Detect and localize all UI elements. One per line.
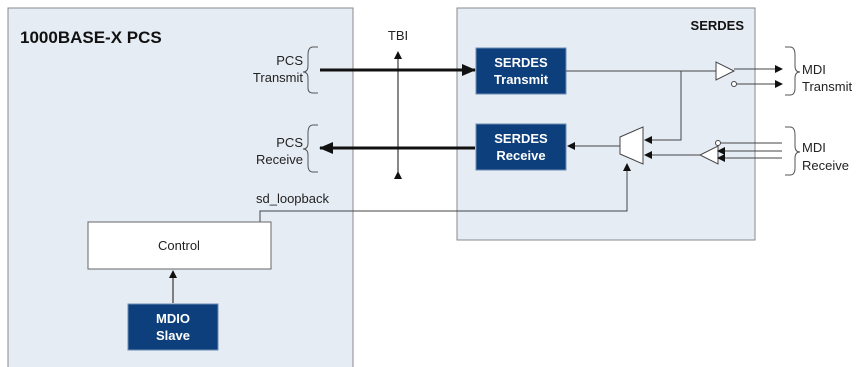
sd-loopback-line [259,163,631,222]
pcs-block-title: 1000BASE-X PCS [20,28,162,47]
mdio-slave-line2: Slave [156,328,190,343]
mdi-transmit-label-line1: MDI [802,62,826,77]
mdi-transmit-driver-invert-bubble [731,81,737,87]
pcs-transmit-label-line2: Transmit [253,70,303,85]
serdes-block-title: SERDES [691,18,745,33]
loopback-tap-line [644,71,682,144]
mdi-receive-label-line2: Receive [802,158,849,173]
mdi-transmit-brace [785,46,801,96]
sd-loopback-label: sd_loopback [256,191,329,206]
serdes-receive-line1: SERDES [494,131,548,146]
mdi-transmit-label-line2: Transmit [802,79,852,94]
pcs-transmit-label-line1: PCS [276,53,303,68]
mdi-receive-brace [785,126,801,176]
serdes-transmit-box [475,47,567,95]
loopback-mux [619,126,644,165]
pcs-transmit-brace [302,46,318,94]
mdi-receive-label-line1: MDI [802,140,826,155]
serdes-transmit-line2: Transmit [494,72,549,87]
pcs-receive-label-line2: Receive [256,152,303,167]
mdio-slave-box [127,303,219,351]
control-label: Control [158,238,200,253]
serdes-transmit-line1: SERDES [494,55,548,70]
control-box [87,221,272,270]
mdi-receive-buffer-invert-bubble [715,140,721,146]
serdes-receive-line2: Receive [496,148,545,163]
pcs-receive-label-line1: PCS [276,135,303,150]
tbi-label: TBI [388,28,408,43]
mdi-transmit-driver [715,61,736,81]
serdes-receive-box [475,123,567,171]
pcs-receive-brace [302,124,318,173]
mdio-slave-line1: MDIO [156,311,190,326]
